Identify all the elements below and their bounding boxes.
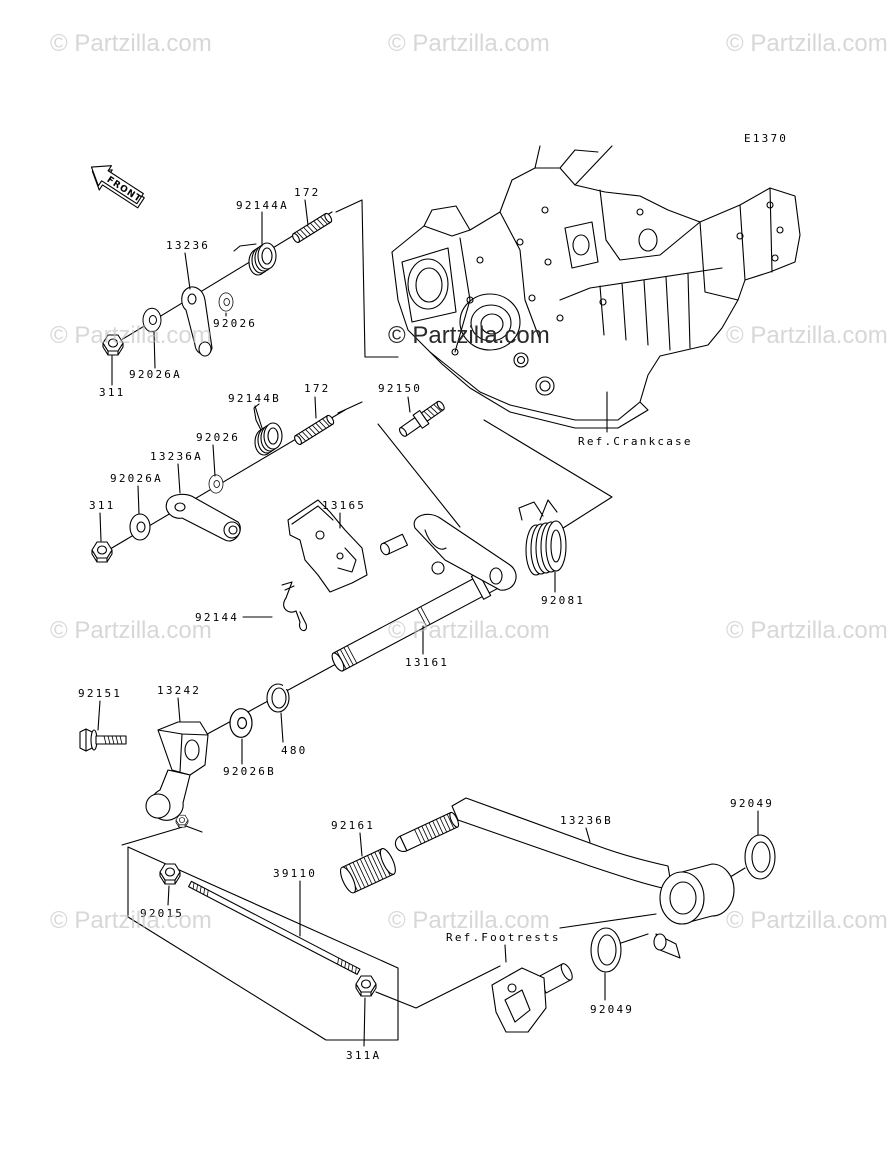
- part-label-172-lower: 172: [304, 382, 330, 395]
- ref-footrests-label: Ref.Footrests: [446, 931, 561, 944]
- nut-92015: [159, 863, 181, 885]
- leader-lines: [97, 199, 759, 1047]
- watermark: © Partzilla.com: [50, 907, 212, 934]
- part-label-92161: 92161: [331, 819, 375, 832]
- part-label-13161: 13161: [405, 656, 449, 669]
- watermark: © Partzilla.com: [726, 322, 888, 349]
- part-label-172-upper: 172: [294, 186, 320, 199]
- washer-92049-right: [744, 834, 776, 880]
- diagram-code: E1370: [744, 132, 788, 145]
- lever-13236A: [165, 493, 241, 542]
- watermark-center: © Partzilla.com: [388, 322, 550, 349]
- watermark: © Partzilla.com: [726, 907, 888, 934]
- spring-92081: [518, 499, 567, 576]
- watermark: © Partzilla.com: [388, 617, 550, 644]
- part-label-39110: 39110: [273, 867, 317, 880]
- washer-92026B: [229, 708, 253, 738]
- pedal-rubber-92161: [339, 847, 396, 894]
- pin-92150: [398, 400, 445, 437]
- part-label-311-upper: 311: [99, 386, 125, 399]
- part-label-13242: 13242: [157, 684, 201, 697]
- spring-92144: [281, 581, 308, 632]
- lever-13236: [181, 286, 213, 357]
- spring-92144A: [233, 242, 277, 276]
- part-label-13236: 13236: [166, 239, 210, 252]
- nut-311A: [355, 975, 377, 997]
- washer-92026A-lower: [129, 513, 151, 541]
- part-label-92151: 92151: [78, 687, 122, 700]
- footrest-bracket: [491, 963, 573, 1033]
- bolt-92151: [79, 728, 127, 752]
- part-label-92081: 92081: [541, 594, 585, 607]
- part-label-92026A-lower: 92026A: [110, 472, 163, 485]
- part-label-92026B: 92026B: [223, 765, 276, 778]
- nut-311-lower: [91, 541, 113, 563]
- ref-crankcase-label: Ref.Crankcase: [578, 435, 693, 448]
- part-label-311A: 311A: [346, 1049, 381, 1062]
- crankcase: [391, 145, 801, 429]
- watermark: © Partzilla.com: [388, 907, 550, 934]
- part-label-92144A: 92144A: [236, 199, 289, 212]
- watermarks: © Partzilla.com © Partzilla.com © Partzi…: [50, 30, 888, 934]
- part-label-13236A: 13236A: [150, 450, 203, 463]
- washer-92026-upper: [218, 292, 234, 312]
- part-label-92049-lower: 92049: [590, 1003, 634, 1016]
- lower-lever-assembly: [91, 403, 336, 563]
- watermark: © Partzilla.com: [726, 30, 888, 57]
- plate-13165: [287, 499, 368, 593]
- tie-rod-39110: [188, 880, 361, 975]
- part-label-92026A-upper: 92026A: [129, 368, 182, 381]
- circlip-480: [266, 683, 290, 713]
- part-label-92015: 92015: [140, 907, 184, 920]
- upper-lever-assembly: [102, 211, 334, 357]
- watermark: © Partzilla.com: [726, 617, 888, 644]
- washer-92026-lower: [208, 474, 224, 494]
- part-label-92144B: 92144B: [228, 392, 281, 405]
- part-label-311-lower: 311: [89, 499, 115, 512]
- stud-172-lower: [292, 413, 336, 447]
- part-label-92026-upper: 92026: [213, 317, 257, 330]
- part-label-92144: 92144: [195, 611, 239, 624]
- watermark: © Partzilla.com: [50, 30, 212, 57]
- shift-shaft-13161: [331, 513, 517, 672]
- part-label-92026-lower: 92026: [196, 431, 240, 444]
- part-label-92049-right: 92049: [730, 797, 774, 810]
- watermark: © Partzilla.com: [50, 322, 212, 349]
- shift-lever-13242: [145, 721, 209, 828]
- part-label-480: 480: [281, 744, 307, 757]
- spring-92144B: [253, 403, 283, 456]
- part-label-92150: 92150: [378, 382, 422, 395]
- part-label-13236B: 13236B: [560, 814, 613, 827]
- pivot-bolt: [653, 933, 681, 959]
- part-label-13165: 13165: [322, 499, 366, 512]
- shift-pedal-13236B: [394, 797, 735, 925]
- washer-92049-lower: [590, 927, 622, 973]
- labels: E1370 92144A 172 13236 92026 92026A 311 …: [78, 132, 788, 1062]
- front-direction-arrow: FRONT: [90, 165, 145, 209]
- stud-172-upper: [290, 211, 334, 245]
- watermark: © Partzilla.com: [50, 617, 212, 644]
- watermark: © Partzilla.com: [388, 30, 550, 57]
